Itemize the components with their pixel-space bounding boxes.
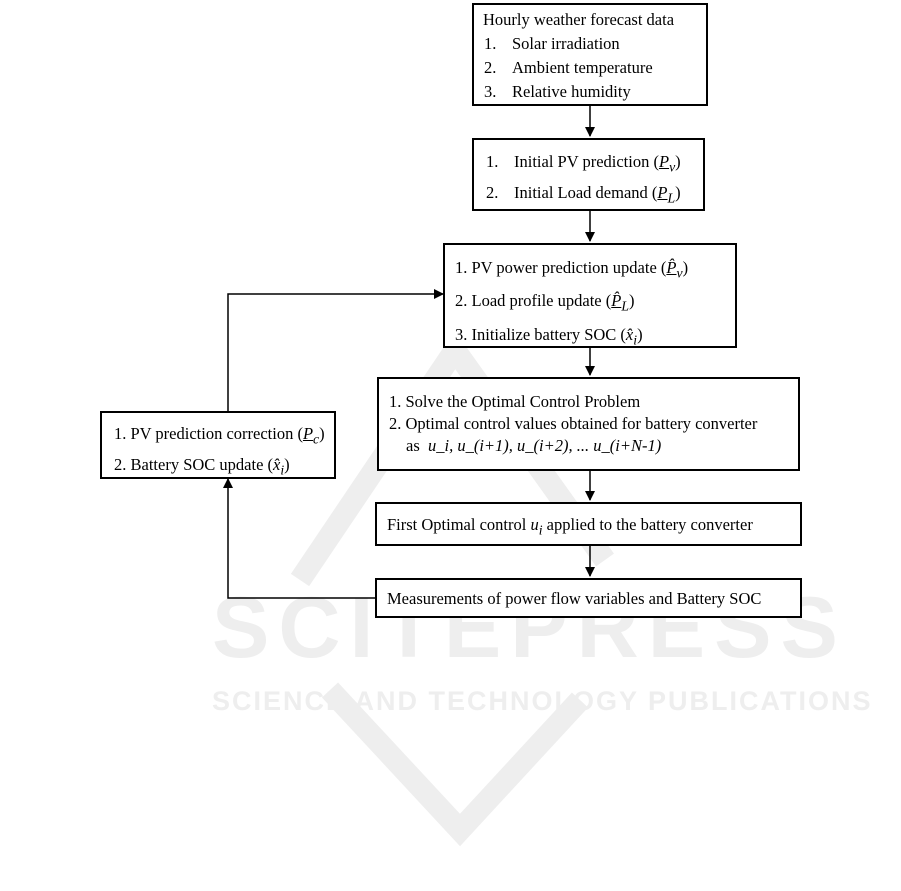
initial-prediction-box: 1.Initial PV prediction (Pv) 2.Initial L… (472, 138, 705, 211)
measurement-text: Measurements of power flow variables and… (387, 589, 762, 608)
optimal-sequence: as u_i, u_(i+1), u_(i+2), ... u_(i+N-1) (406, 436, 662, 455)
correction-item: 1. PV prediction correction (Pc) (114, 424, 325, 447)
optimal-control-box: 1. Solve the Optimal Control Problem 2. … (377, 377, 800, 471)
prediction-update-box: 1. PV power prediction update (P̂v) 2. L… (443, 243, 737, 348)
correction-box: 1. PV prediction correction (Pc) 2. Batt… (100, 411, 336, 479)
optimal-item: 1. Solve the Optimal Control Problem (389, 392, 641, 411)
arrow-measure-to-correction (223, 478, 375, 599)
weather-item: 3.Relative humidity (484, 82, 631, 101)
apply-control-box: First Optimal control ui applied to the … (375, 502, 802, 546)
update-item: 1. PV power prediction update (P̂v) (455, 258, 689, 281)
initial-item: 2.Initial Load demand (PL) (486, 183, 681, 206)
correction-item: 2. Battery SOC update (x̂i) (114, 455, 290, 478)
update-item: 3. Initialize battery SOC (x̂i) (455, 324, 643, 347)
measurement-box: Measurements of power flow variables and… (375, 578, 802, 618)
initial-item: 1.Initial PV prediction (Pv) (486, 152, 681, 175)
update-item: 2. Load profile update (P̂L) (455, 291, 635, 314)
optimal-item: 2. Optimal control values obtained for b… (389, 414, 758, 433)
weather-forecast-title: Hourly weather forecast data (483, 10, 675, 29)
control-sequence: u_i, u_(i+1), u_(i+2), ... u_(i+N-1) (428, 436, 662, 455)
weather-item: 2.Ambient temperature (484, 58, 653, 77)
weather-item: 1.Solar irradiation (484, 34, 620, 53)
arrow-correction-to-update (227, 289, 444, 411)
weather-forecast-box: Hourly weather forecast data 1.Solar irr… (472, 3, 708, 106)
